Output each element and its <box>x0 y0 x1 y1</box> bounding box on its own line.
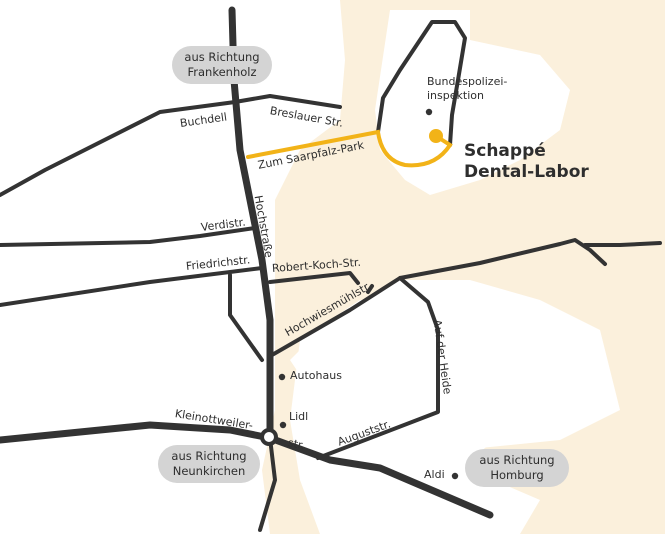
direction-place: Frankenholz <box>187 65 257 79</box>
direction-frankenholz: aus Richtung Frankenholz <box>172 46 272 84</box>
roundabout-icon <box>260 428 278 446</box>
destination-marker <box>429 129 443 143</box>
direction-neunkirchen: aus Richtung Neunkirchen <box>158 445 260 483</box>
poi-lidl: Lidl <box>289 410 309 423</box>
route-zum-saarpfalz-park <box>246 129 453 168</box>
poi-dot-aldi <box>451 472 459 480</box>
road-hochwiesmuehl <box>270 238 662 357</box>
road-buchdell-breslauer <box>0 94 342 197</box>
direction-homburg: aus Richtung Homburg <box>465 449 569 487</box>
destination-name-line2: Dental-Labor <box>464 162 589 182</box>
road-verdistr <box>0 226 257 247</box>
road-auf-der-heide-auguststr <box>316 276 440 460</box>
road-robert-koch <box>268 271 360 285</box>
white-area-south <box>290 300 495 534</box>
road-connector <box>366 284 374 294</box>
road-south <box>258 436 277 532</box>
direction-place: Neunkirchen <box>172 464 246 478</box>
poi-dot-autohaus <box>278 373 286 381</box>
poi-dot-bundespolizei <box>425 108 433 116</box>
direction-label: aus Richtung <box>171 449 247 463</box>
direction-place: Homburg <box>490 468 544 482</box>
poi-aldi: Aldi <box>424 468 445 481</box>
road-friedrichstr <box>0 266 264 307</box>
direction-label: aus Richtung <box>184 50 260 64</box>
poi-autohaus: Autohaus <box>290 369 342 382</box>
white-area-north <box>375 10 570 195</box>
poi-bundespolizei-line2: inspektion <box>427 89 484 102</box>
road-loop-north <box>376 20 467 147</box>
poi-dot-lidl <box>279 421 287 429</box>
street-kleinottweiler-suffix: str. <box>286 436 307 453</box>
direction-label: aus Richtung <box>479 453 555 467</box>
destination-name-line1: Schappé <box>464 141 546 161</box>
road-friedrich-branch <box>228 273 264 362</box>
destination-label: Schappé Dental-Labor <box>464 141 589 183</box>
poi-bundespolizei-line1: Bundespolizei- <box>427 75 508 88</box>
